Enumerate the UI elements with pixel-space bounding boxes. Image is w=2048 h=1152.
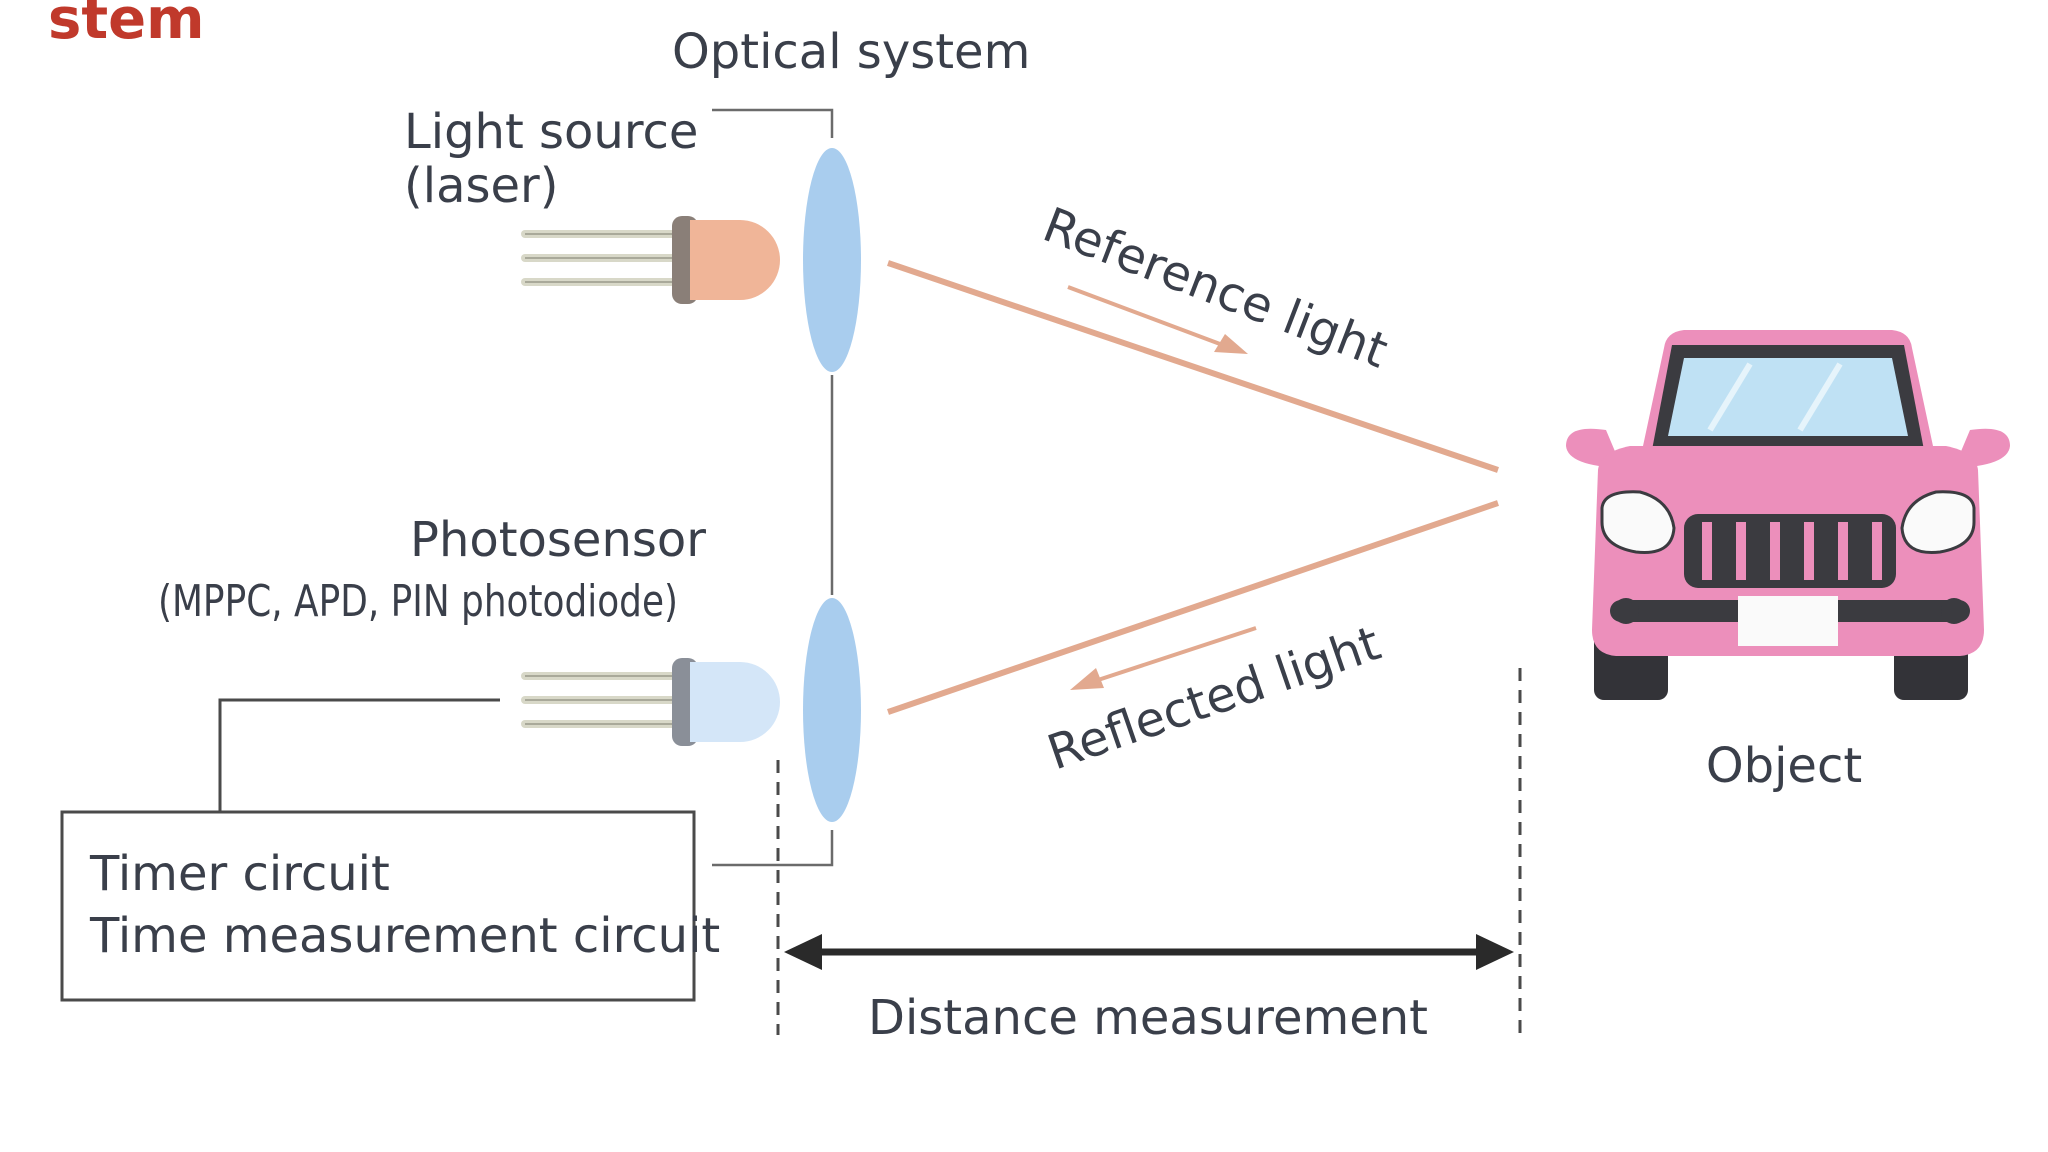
light-source-label: Light source xyxy=(404,104,698,160)
time-measurement-label: Time measurement circuit xyxy=(89,908,720,964)
reference-arrow-icon xyxy=(1067,285,1248,354)
optical-system-bracket xyxy=(712,108,834,867)
top-lens-icon xyxy=(803,148,861,372)
optical-system-label: Optical system xyxy=(672,24,1030,80)
laser-diode-icon xyxy=(521,216,780,304)
sensor-wire xyxy=(218,698,500,812)
photosensor-sublabel: (MPPC, APD, PIN photodiode) xyxy=(158,576,678,627)
light-source-sublabel: (laser) xyxy=(404,158,558,214)
distance-measurement-label: Distance measurement xyxy=(868,990,1428,1046)
reflected-arrow-icon xyxy=(1070,626,1257,690)
reference-beam xyxy=(887,260,1499,473)
timer-circuit-box xyxy=(60,810,696,1002)
photosensor-label: Photosensor xyxy=(410,512,706,568)
photodiode-icon xyxy=(521,658,780,746)
reflected-beam xyxy=(887,500,1499,715)
distance-double-arrow-icon xyxy=(784,934,1514,970)
car-icon xyxy=(1566,330,2010,700)
object-label: Object xyxy=(1706,738,1862,794)
timer-circuit-label: Timer circuit xyxy=(89,846,390,902)
bottom-lens-icon xyxy=(803,598,861,822)
cut-title: stem xyxy=(48,0,204,52)
